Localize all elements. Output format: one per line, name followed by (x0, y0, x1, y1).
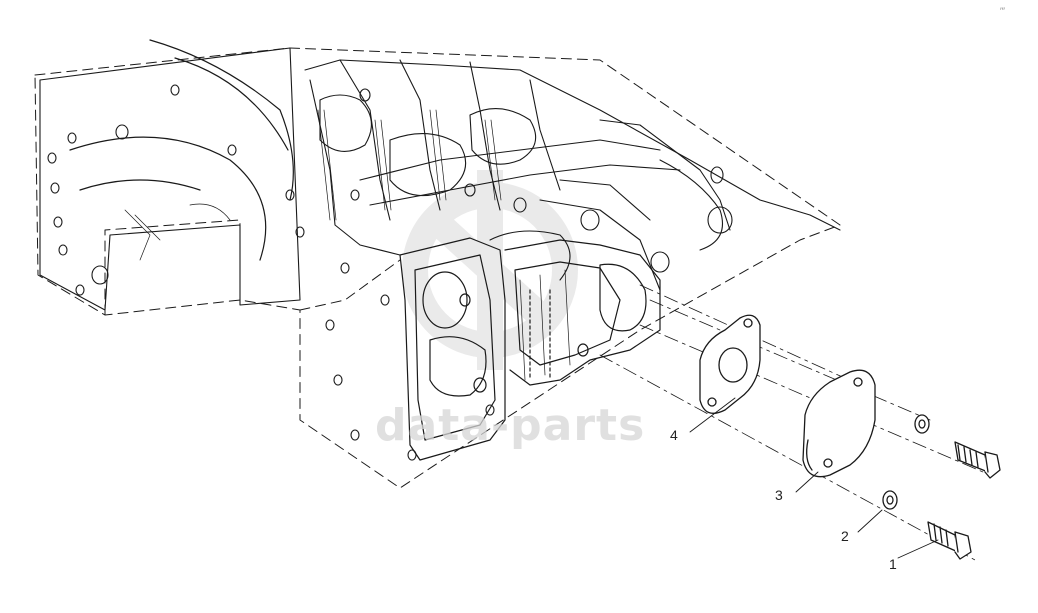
engine-block-outline (34, 47, 841, 489)
cylinder-block-structure (304, 59, 841, 291)
block-hatching (124, 109, 571, 381)
bolt-part-1 (927, 521, 972, 560)
callout-3: 3 (775, 487, 783, 503)
callout-2: 2 (841, 528, 849, 544)
corner-mark: ′″ (1000, 6, 1005, 16)
cover-plate-part-3 (802, 369, 876, 478)
gasket-part-4 (699, 314, 761, 414)
block-front-face (399, 237, 661, 461)
flange-bolt-holes (47, 84, 495, 461)
flywheel-flange (39, 39, 301, 311)
washer-part-2 (882, 490, 898, 510)
assembly-center-lines (599, 284, 991, 561)
callout-leaders (689, 397, 939, 559)
bolt-upper (954, 441, 1001, 479)
washer-upper (914, 414, 930, 434)
callout-4: 4 (670, 427, 678, 443)
callout-1: 1 (889, 556, 897, 572)
